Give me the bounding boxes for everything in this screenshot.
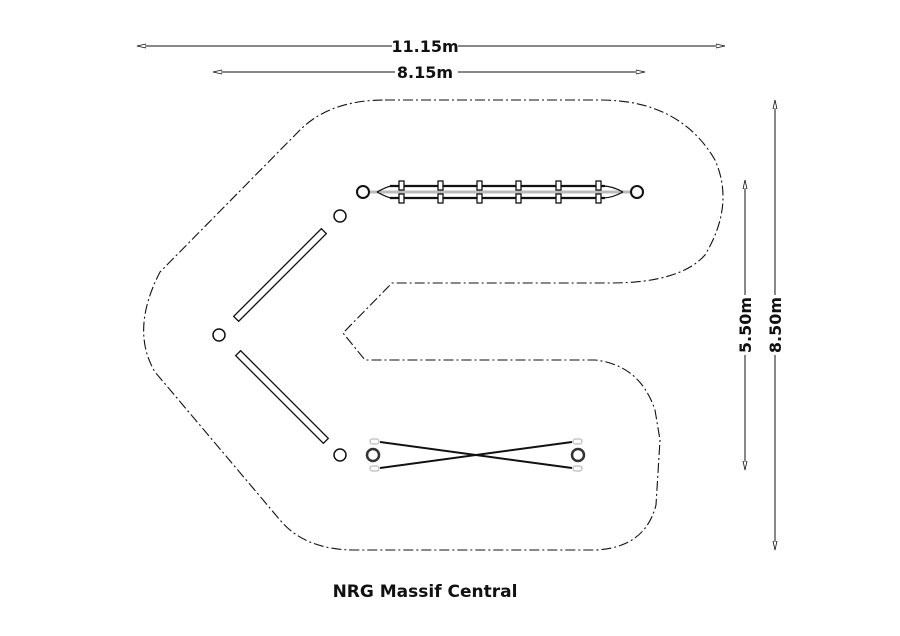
product-title: NRG Massif Central bbox=[333, 582, 518, 602]
outer-depth-label: 8.50m bbox=[766, 297, 785, 353]
dimension-outer-depth: 8.50m bbox=[766, 100, 785, 550]
safety-zone-outline bbox=[143, 99, 724, 551]
inner-depth-label: 5.50m bbox=[736, 297, 755, 353]
inner-width-label: 8.15m bbox=[397, 63, 453, 82]
crossed-ropes bbox=[365, 438, 586, 472]
dimension-inner-width: 8.15m bbox=[213, 63, 645, 82]
dimension-inner-depth: 5.50m bbox=[736, 180, 755, 470]
dimension-outer-width: 11.15m bbox=[137, 37, 725, 56]
rope-ladder bbox=[356, 180, 644, 204]
balance-beams bbox=[212, 209, 347, 462]
outer-width-label: 11.15m bbox=[391, 37, 458, 56]
